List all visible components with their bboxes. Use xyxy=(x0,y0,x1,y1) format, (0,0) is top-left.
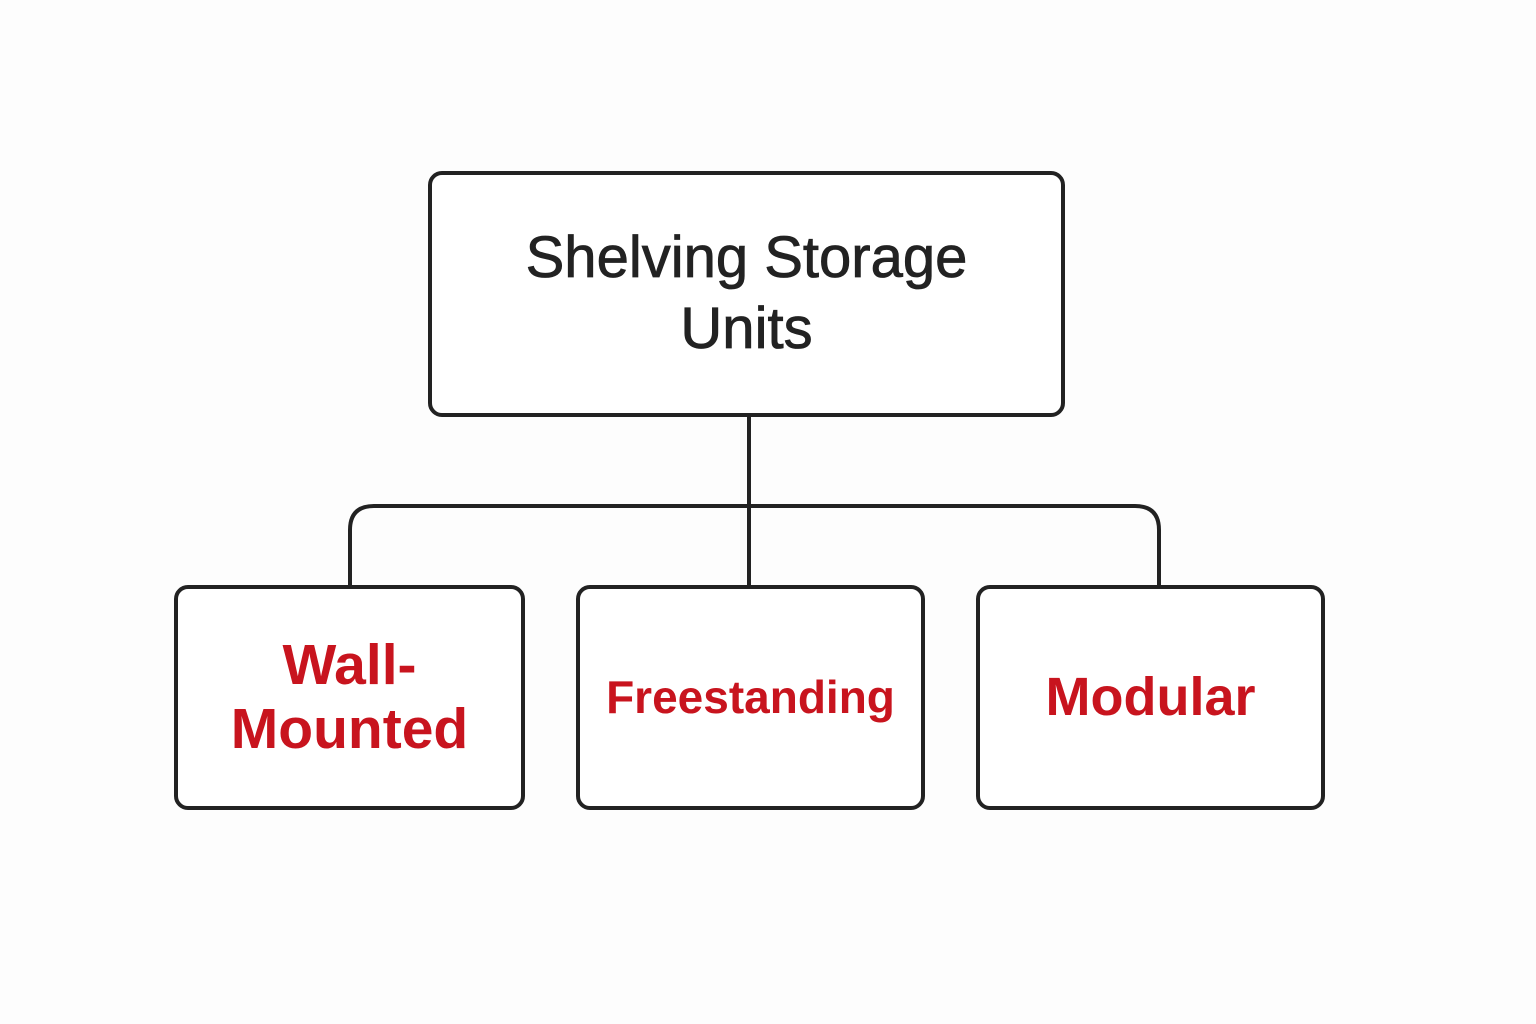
child-node-modular: Modular xyxy=(976,585,1325,810)
root-node-label: Shelving Storage Units xyxy=(525,225,968,362)
root-node: Shelving Storage Units xyxy=(428,171,1065,417)
branch-connector xyxy=(348,504,1161,587)
child-node-label: Modular xyxy=(1045,666,1256,727)
child-node-wall-mounted: Wall-Mounted xyxy=(174,585,525,810)
child-node-label: Wall-Mounted xyxy=(230,632,469,761)
child-node-label: Freestanding xyxy=(606,671,895,724)
child-node-freestanding: Freestanding xyxy=(576,585,925,810)
